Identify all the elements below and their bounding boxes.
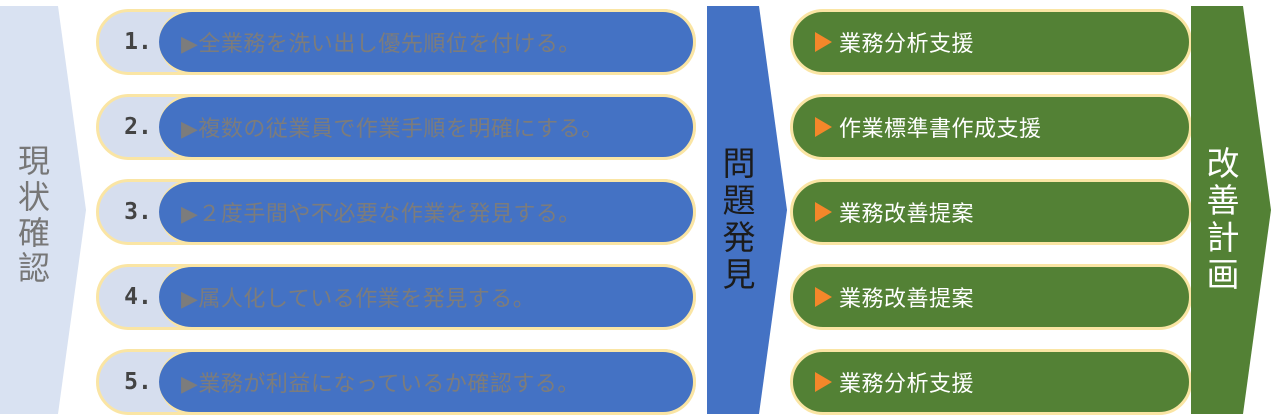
orange-arrow-icon xyxy=(815,202,832,222)
orange-arrow-icon xyxy=(815,32,832,52)
action-text: 業務分析支援 xyxy=(839,32,975,57)
current-state-label: 現 状 確 認 xyxy=(0,142,68,288)
current-state-char: 認 xyxy=(17,249,50,288)
orange-arrow-icon xyxy=(815,287,832,307)
action-item: 作業標準書作成支援 xyxy=(790,94,1192,160)
current-state-char: 状 xyxy=(17,177,50,216)
improvement-plan-label: 改 善 計 画 xyxy=(1191,144,1255,294)
step-item: 3. ▶２度手間や不必要な作業を発見する。 xyxy=(96,179,696,245)
improvement-plan-chevron-shape xyxy=(1191,6,1271,414)
improvement-plan-char: 画 xyxy=(1206,254,1240,294)
action-item: 業務改善提案 xyxy=(790,264,1192,330)
step-item: 5. ▶業務が利益になっているか確認する。 xyxy=(96,349,696,415)
step-number: 3. xyxy=(124,199,152,225)
improvement-plan-char: 改 xyxy=(1206,144,1240,183)
orange-arrow-icon xyxy=(815,372,832,392)
action-text: 業務改善提案 xyxy=(839,202,975,227)
step-pill: ▶２度手間や不必要な作業を発見する。 xyxy=(159,179,696,245)
step-item: 4. ▶属人化している作業を発見する。 xyxy=(96,264,696,330)
current-state-chevron-shape xyxy=(0,6,86,414)
action-text: 作業標準書作成支援 xyxy=(839,117,1042,142)
step-number: 5. xyxy=(124,369,152,395)
current-state-char: 確 xyxy=(17,213,50,252)
step-number: 4. xyxy=(124,284,152,310)
problem-discovery-chevron: 問 題 発 見 xyxy=(707,6,787,414)
step-text: ▶業務が利益になっているか確認する。 xyxy=(181,372,580,397)
problem-discovery-char: 題 xyxy=(722,180,756,220)
problem-discovery-char: 見 xyxy=(722,254,756,294)
step-item: 1. ▶全業務を洗い出し優先順位を付ける。 xyxy=(96,9,696,75)
action-item: 業務分析支援 xyxy=(790,349,1192,415)
action-item: 業務改善提案 xyxy=(790,179,1192,245)
step-number: 2. xyxy=(124,114,152,140)
problem-discovery-char: 問 xyxy=(722,144,756,183)
current-state-char: 現 xyxy=(17,142,50,180)
step-number: 1. xyxy=(124,29,152,55)
step-text: ▶属人化している作業を発見する。 xyxy=(181,287,536,312)
step-pill: ▶複数の従業員で作業手順を明確にする。 xyxy=(159,94,696,160)
step-pill: ▶属人化している作業を発見する。 xyxy=(159,264,696,330)
problem-discovery-label: 問 題 発 見 xyxy=(707,144,771,294)
action-text: 業務改善提案 xyxy=(839,287,975,312)
current-state-chevron: 現 状 確 認 xyxy=(0,6,86,414)
problem-discovery-chevron-shape xyxy=(707,6,787,414)
step-pill: ▶業務が利益になっているか確認する。 xyxy=(159,349,696,415)
action-text: 業務分析支援 xyxy=(839,372,975,397)
step-text: ▶２度手間や不必要な作業を発見する。 xyxy=(181,202,581,227)
improvement-plan-char: 計 xyxy=(1206,217,1240,257)
problem-discovery-char: 発 xyxy=(722,217,756,257)
step-text: ▶複数の従業員で作業手順を明確にする。 xyxy=(181,117,604,142)
step-pill: ▶全業務を洗い出し優先順位を付ける。 xyxy=(159,9,696,75)
orange-arrow-icon xyxy=(815,117,832,137)
action-item: 業務分析支援 xyxy=(790,9,1192,75)
improvement-plan-char: 善 xyxy=(1206,180,1240,220)
step-text: ▶全業務を洗い出し優先順位を付ける。 xyxy=(181,32,581,57)
step-item: 2. ▶複数の従業員で作業手順を明確にする。 xyxy=(96,94,696,160)
improvement-plan-chevron: 改 善 計 画 xyxy=(1191,6,1271,414)
